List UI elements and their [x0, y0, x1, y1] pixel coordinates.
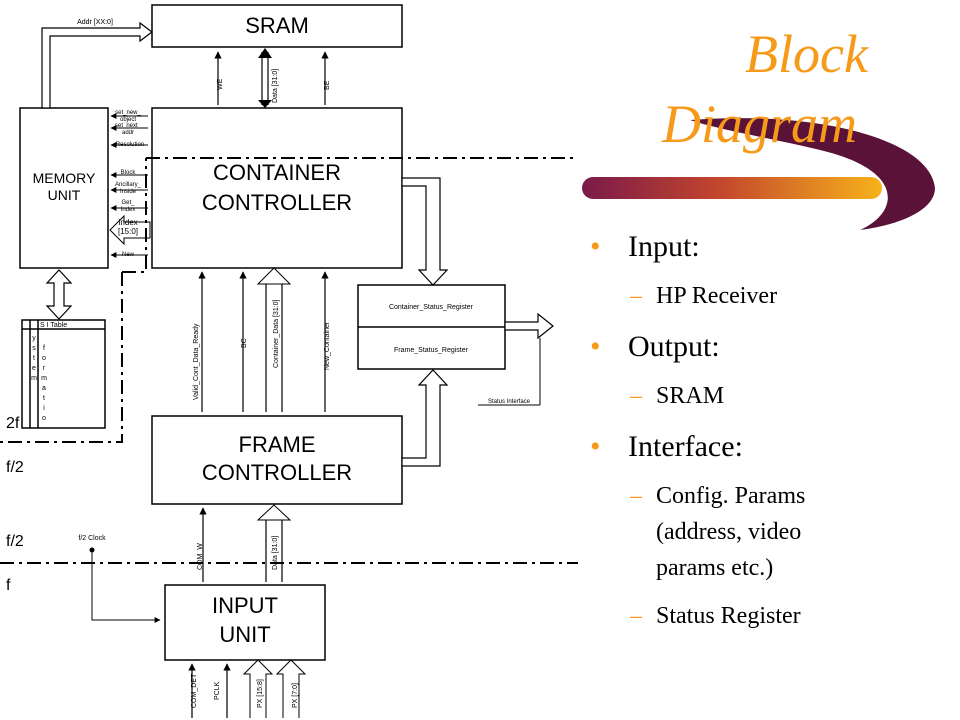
info-letter-3: m	[41, 375, 47, 382]
comet-swoosh-decoration	[582, 118, 935, 230]
mem-signal-6: Ancillary_	[115, 182, 142, 188]
slide-title-line-1: Block	[745, 24, 868, 84]
mid-signal-0: Valid_Cont_Data_Ready	[193, 323, 200, 400]
sram-signal-lines	[214, 51, 329, 105]
clock-domain-boundaries	[0, 157, 578, 564]
sub-bullet-label: params etc.)	[656, 555, 774, 581]
bullet-interface-label: Interface:	[628, 430, 743, 463]
sub-bullet-label: SRAM	[656, 383, 725, 409]
index-label-2: [15:0]	[118, 227, 138, 236]
mem-signal-0: set_new_	[115, 110, 141, 116]
we-label: WE	[217, 78, 224, 90]
status-interface-arrow	[504, 312, 554, 340]
sram-label: SRAM	[245, 13, 309, 38]
container-label-1: CONTAINER	[213, 160, 341, 185]
frame-status-label: Frame_Status_Register	[394, 347, 469, 354]
info-letter-5: t	[43, 395, 45, 402]
mem-signal-7: Inside	[120, 189, 137, 195]
container-label-2: CONTROLLER	[202, 190, 352, 215]
memory-table-double-arrow	[45, 269, 73, 320]
clock-2f-label: 2f	[6, 415, 20, 432]
clock-f2-label-b: f/2	[6, 533, 24, 550]
frame-to-status-arrow	[401, 369, 449, 467]
mem-signal-5: Block	[121, 170, 137, 176]
st-table-header: S I Table	[40, 322, 67, 329]
data-top-arrowheads	[258, 48, 272, 108]
data-top-label: Data [31:0]	[272, 69, 279, 103]
info-letter-6: i	[43, 405, 45, 412]
mem-signal-3: addr	[122, 130, 134, 136]
px-bus-arrows	[242, 659, 307, 718]
input-signal-3: PX [7:0]	[292, 683, 299, 708]
sub-bullet-label: (address, video	[656, 519, 802, 545]
be-label: BE	[324, 80, 331, 90]
mem-signal-2: set_next_	[115, 123, 142, 129]
input-unit-box	[164, 584, 326, 661]
input-label-2: UNIT	[219, 622, 270, 647]
info-letter-1: o	[42, 355, 46, 362]
memory-unit-label-2: UNIT	[48, 187, 81, 203]
container-status-label: Container_Status_Register	[389, 304, 474, 311]
container-controller-box	[151, 107, 403, 269]
input-signal-2: PX [15:8]	[257, 679, 264, 708]
info-letter-7: o	[42, 415, 46, 422]
mem-signal-8: Get_	[121, 200, 135, 206]
slide-title-line-2: Diagram	[662, 94, 858, 154]
frame-label-1: FRAME	[239, 432, 316, 457]
system-letter-3: e	[32, 365, 36, 372]
mem-signal-9: Index	[121, 207, 136, 213]
mid-signal-2: Container_Data [31:0]	[273, 299, 280, 368]
mid-signal-lines	[198, 271, 329, 412]
mid-signal-3: New_Container	[324, 321, 331, 370]
system-letter-1: s	[32, 345, 36, 352]
memory-signal-labels: set_new_ object set_next_ addr Resolutio…	[115, 110, 144, 213]
si-table	[21, 319, 106, 429]
com-w-label: COM_W	[197, 543, 204, 570]
container-data-arrowhead	[256, 267, 292, 285]
clock-f-label: f	[6, 577, 11, 594]
sub-bullet-label: Config. Params	[656, 483, 806, 509]
data-bottom-arrowhead	[256, 504, 292, 521]
info-letter-2: r	[43, 365, 46, 372]
frame-label-2: CONTROLLER	[202, 460, 352, 485]
info-letter-0: f	[43, 345, 45, 352]
f2-clock-line	[91, 552, 161, 623]
system-letter-2: t	[33, 355, 35, 362]
container-to-status-arrow	[401, 177, 449, 286]
system-letter-0: y	[32, 335, 36, 342]
input-to-frame-lines	[199, 507, 283, 582]
addr-bus-arrow	[41, 21, 153, 109]
sub-bullet-label: Status Register	[656, 603, 801, 629]
clock-f2-label-a: f/2	[6, 459, 24, 476]
system-letter-4: m	[31, 375, 37, 382]
bullet-input-label: Input:	[628, 230, 700, 263]
index-label-1: Index	[118, 218, 138, 227]
memory-unit-box	[19, 107, 109, 269]
new-signal-label: New	[122, 252, 135, 258]
mem-signal-4: Resolution	[116, 142, 144, 148]
mem-signal-1: object	[120, 117, 136, 123]
status-interface-label: Status Interface	[488, 399, 531, 405]
input-label-1: INPUT	[212, 593, 278, 618]
system-letters: y s t e m	[31, 335, 37, 382]
input-signal-0: COM_DET	[191, 673, 198, 708]
sub-bullet-label: HP Receiver	[656, 283, 778, 309]
mid-signal-1: BC	[241, 338, 248, 348]
data-bottom-label: Data [31:0]	[272, 536, 279, 570]
f2-clock-label: f/2 Clock	[78, 535, 106, 542]
addr-label: Addr [XX:0]	[77, 19, 113, 26]
bullet-output-label: Output:	[628, 330, 720, 363]
sram-box	[151, 4, 403, 48]
input-signal-1: PCLK	[214, 681, 221, 700]
memory-unit-label-1: MEMORY	[33, 170, 96, 186]
information-letters: f o r m a t i o	[41, 345, 47, 422]
memory-signal-arrows	[110, 113, 148, 258]
input-signal-lines	[188, 663, 231, 718]
info-letter-4: a	[42, 385, 46, 392]
